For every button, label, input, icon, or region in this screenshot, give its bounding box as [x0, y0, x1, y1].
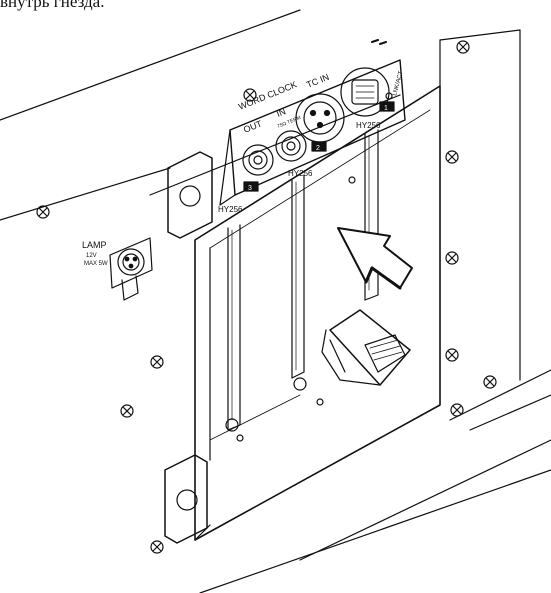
slot-cover-top [167, 151, 213, 239]
connector-plate [219, 39, 406, 206]
lamp-label: LAMP [82, 240, 107, 250]
wc-out-label: OUT [242, 118, 264, 135]
wordclock-in-connector [275, 130, 307, 162]
slot-3-number: 3 [248, 185, 252, 192]
card-lever [321, 309, 411, 386]
slot-opening [194, 85, 441, 541]
panel-screws [36, 40, 497, 554]
slot-2-number: 2 [316, 145, 320, 152]
hy-slot1-label: HY256 [356, 121, 381, 130]
wordclock-out-connector [242, 144, 274, 176]
lamp-connector [109, 237, 153, 301]
slot-cover-bottom [164, 454, 208, 544]
hy-slot3-label: HY256 [218, 205, 243, 214]
slot-2 [291, 174, 305, 379]
tc-in-connector [295, 93, 345, 143]
tc-in-label: TC IN [305, 72, 331, 90]
slot-3 [227, 224, 241, 431]
insertion-arrow [337, 227, 413, 290]
wc-in-label: IN [275, 106, 287, 119]
network-connector [340, 67, 390, 117]
slot-1-number: 1 [384, 105, 388, 112]
caption-text: внутрь гнезда. [0, 0, 105, 11]
lamp-spec-2: MAX 5W [84, 261, 108, 267]
word-clock-label: WORD CLOCK [237, 79, 298, 112]
card-slots [209, 129, 379, 442]
lamp-spec-1: 12V [86, 253, 97, 259]
console-panel [0, 9, 551, 593]
hy-slot2-label: HY256 [288, 169, 313, 178]
